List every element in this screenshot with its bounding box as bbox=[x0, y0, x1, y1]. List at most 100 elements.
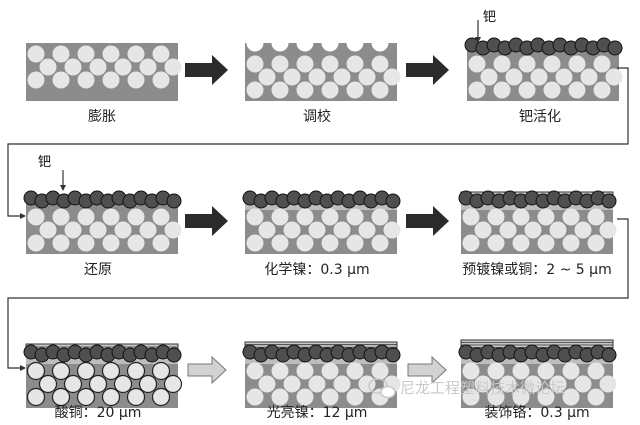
filler-particle bbox=[371, 55, 389, 73]
filler-particle bbox=[283, 221, 301, 239]
filler-particle bbox=[537, 208, 555, 226]
filler-particle bbox=[52, 234, 70, 252]
filler-particle bbox=[474, 375, 492, 393]
filler-particle bbox=[346, 388, 364, 406]
filler-particle bbox=[102, 208, 120, 226]
filler-particle bbox=[258, 68, 276, 86]
filler-particle bbox=[487, 208, 505, 226]
filler-particle bbox=[321, 55, 339, 73]
filler-particle bbox=[568, 55, 586, 73]
arrow-right-icon bbox=[185, 206, 228, 236]
filler-particle bbox=[113, 374, 133, 394]
filler-particle bbox=[383, 221, 401, 239]
filler-particle bbox=[599, 375, 617, 393]
filler-particle bbox=[258, 221, 276, 239]
filler-particle bbox=[543, 81, 561, 99]
filler-particle bbox=[126, 361, 146, 381]
filler-particle bbox=[383, 68, 401, 86]
filler-particle bbox=[321, 362, 339, 380]
filler-particle bbox=[543, 55, 561, 73]
filler-particle bbox=[152, 208, 170, 226]
etched-pit bbox=[271, 34, 289, 52]
filler-particle bbox=[77, 234, 95, 252]
filler-particle bbox=[64, 221, 82, 239]
filler-particle bbox=[258, 375, 276, 393]
filler-particle bbox=[296, 208, 314, 226]
filler-particle bbox=[102, 71, 120, 89]
row-connector-line bbox=[7, 67, 629, 219]
filler-particle bbox=[321, 388, 339, 406]
filler-particle bbox=[518, 55, 536, 73]
filler-particle bbox=[537, 234, 555, 252]
filler-particle bbox=[151, 361, 171, 381]
filler-particle bbox=[127, 234, 145, 252]
panel-reduction bbox=[23, 190, 182, 254]
step-label: 装饰铬：0.3 μm bbox=[484, 405, 589, 421]
filler-particle bbox=[562, 208, 580, 226]
palladium-callout-label: 钯 bbox=[483, 10, 496, 25]
filler-particle bbox=[346, 234, 364, 252]
filler-particle bbox=[139, 221, 157, 239]
filler-particle bbox=[271, 55, 289, 73]
filler-particle bbox=[102, 45, 120, 63]
filler-particle bbox=[562, 234, 580, 252]
arrow-right-outline-icon bbox=[187, 355, 227, 385]
filler-particle bbox=[246, 81, 264, 99]
filler-particle bbox=[587, 208, 605, 226]
etched-pit bbox=[296, 34, 314, 52]
palladium-particle bbox=[166, 347, 182, 363]
filler-particle bbox=[163, 374, 183, 394]
filler-particle bbox=[89, 221, 107, 239]
filler-particle bbox=[530, 68, 548, 86]
filler-particle bbox=[77, 45, 95, 63]
filler-particle bbox=[152, 45, 170, 63]
filler-particle bbox=[246, 55, 264, 73]
filler-particle bbox=[537, 362, 555, 380]
filler-particle bbox=[296, 81, 314, 99]
filler-particle bbox=[599, 221, 617, 239]
filler-particle bbox=[102, 234, 120, 252]
filler-particle bbox=[518, 81, 536, 99]
filler-particle bbox=[512, 208, 530, 226]
filler-particle bbox=[574, 221, 592, 239]
filler-particle bbox=[333, 68, 351, 86]
panel-decorative-chrome bbox=[458, 339, 617, 408]
filler-particle bbox=[487, 234, 505, 252]
panel-chemical-nickel bbox=[242, 190, 401, 254]
step-label: 钯活化 bbox=[519, 109, 561, 125]
filler-particle bbox=[246, 208, 264, 226]
row-connector-line bbox=[7, 218, 629, 371]
filler-particle bbox=[164, 221, 182, 239]
filler-particle bbox=[524, 221, 542, 239]
filler-particle bbox=[505, 68, 523, 86]
filler-particle bbox=[568, 81, 586, 99]
filler-particle bbox=[152, 71, 170, 89]
filler-particle bbox=[64, 58, 82, 76]
filler-particle bbox=[164, 58, 182, 76]
filler-particle bbox=[26, 361, 46, 381]
filler-particle bbox=[89, 58, 107, 76]
filler-particle bbox=[562, 362, 580, 380]
filler-particle bbox=[138, 374, 158, 394]
filler-particle bbox=[593, 81, 611, 99]
filler-particle bbox=[283, 68, 301, 86]
etched-pit bbox=[246, 34, 264, 52]
etched-pit bbox=[321, 34, 339, 52]
arrow-right-icon bbox=[406, 55, 449, 85]
filler-particle bbox=[321, 234, 339, 252]
filler-particle bbox=[580, 68, 598, 86]
filler-particle bbox=[587, 362, 605, 380]
filler-particle bbox=[77, 208, 95, 226]
filler-particle bbox=[27, 208, 45, 226]
step-label: 化学镍：0.3 μm bbox=[264, 262, 369, 278]
filler-particle bbox=[333, 375, 351, 393]
filler-particle bbox=[371, 362, 389, 380]
filler-particle bbox=[76, 361, 96, 381]
filler-particle bbox=[77, 71, 95, 89]
palladium-particle bbox=[607, 40, 623, 56]
step-label: 调校 bbox=[303, 108, 331, 125]
filler-particle bbox=[346, 55, 364, 73]
filler-particle bbox=[321, 208, 339, 226]
filler-particle bbox=[114, 58, 132, 76]
palladium-particle bbox=[601, 347, 617, 363]
